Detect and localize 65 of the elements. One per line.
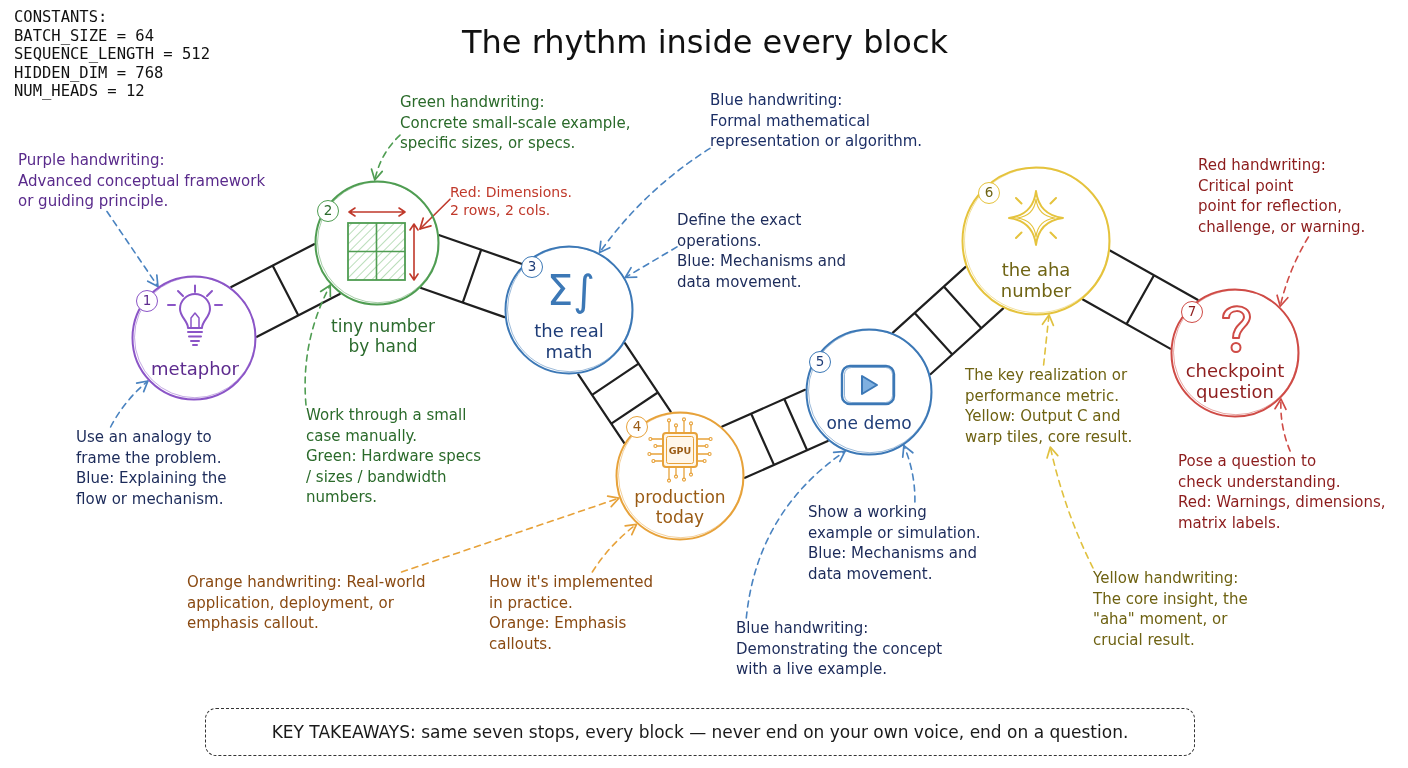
dashed-arrow [109,380,149,428]
constant-text: HIDDEN_DIM = 768 [14,63,164,82]
annotation-text: Yellow handwriting: The core insight, the "aha" moment, or crucial result. [1093,568,1248,650]
step-number: 5 [809,351,831,373]
takeaway-box [205,708,1195,756]
dashed-arrow [591,523,638,573]
stop-label: production today [634,488,726,528]
dashed-arrow [304,284,332,406]
track-connector [721,388,829,479]
constant-text: SEQUENCE_LENGTH = 512 [14,45,210,63]
step-number: 3 [521,256,543,278]
annotation-text: Define the exact operations. Blue: Mechanisms and data movement. [677,210,847,292]
stop-label: checkpoint question [1185,360,1285,403]
dashed-arrow [106,210,159,288]
stop-circle [504,245,634,375]
step-number: 1 [136,290,158,312]
step-number: 6 [978,182,1000,204]
dashed-arrow [370,134,401,181]
chip-label: GPU [668,444,692,456]
step-number: 7 [1181,301,1203,323]
annotation-text: Blue handwriting: Formal mathematical representation or algorithm. [710,90,923,152]
track-connector [230,243,341,338]
annotation-text: Red handwriting: Critical point point for reflection, challenge, or warning. [1198,155,1366,237]
annotation-text: Use an analogy to frame the problem. Blue: Explaining the flow or mechanism. [76,427,227,509]
constant-text: NUM_HEADS = 12 [14,82,145,100]
dashed-arrow [745,450,846,619]
dashed-arrow [1274,398,1291,452]
stop-label: the real math [534,320,604,363]
takeaway-text: KEY TAKEAWAYS: same seven stops, every block — never end on your own voice, end on a question. [271,722,1129,742]
math-symbols: Σ∫ [546,270,596,312]
stop-label: tiny number by hand [331,317,435,357]
stop-circle [961,166,1111,316]
track-connector [1081,249,1199,350]
track-connector [891,265,1005,376]
stop-label: one demo [826,414,912,434]
annotation-text: Show a working example or simulation. Blue: Mechanisms and data movement. [808,502,981,584]
stop-circle [805,328,933,456]
constant-text: BATCH_SIZE = 64 [14,26,154,45]
stop-label: the aha number [1000,259,1072,302]
stop-circle [1170,288,1300,418]
annotation-text: How it's implemented in practice. Orange: Emphasis callouts. [489,572,653,654]
annotation-text: Purple handwriting: Advanced conceptual framework or guiding principle. [18,150,266,212]
diagram-title: The rhythm inside every block [461,22,949,62]
annotation-text: Pose a question to check understanding. Red: Warnings, dimensions, matrix labels. [1178,451,1386,533]
track-connector [577,342,672,444]
dashed-arrow [598,147,711,254]
annotation-text: The key realization or performance metric. Yellow: Output C and warp tiles, core result. [965,365,1133,447]
dashed-arrow [400,495,620,573]
dashed-arrow [1276,236,1310,308]
annotation-text: Red: Dimensions. 2 rows, 2 cols. [450,183,572,219]
step-number: 4 [626,416,648,438]
stop-circle [615,411,745,541]
step-number: 2 [317,200,339,222]
stop-circle [131,275,257,401]
dashed-arrow [901,444,916,503]
dashed-arrow [1046,446,1094,569]
dashed-arrow [1041,314,1055,366]
annotation-text: Work through a small case manually. Green: Hardware specs / sizes / bandwidth numbers. [306,405,482,508]
annotation-text: Green handwriting: Concrete small-scale example, specific sizes, or specs. [400,92,631,154]
stop-label: metaphor [151,358,239,380]
annotation-text: Orange handwriting: Real-world application, deployment, or emphasis callout. [187,572,426,634]
dashed-arrow [624,246,678,279]
annotation-text: Blue handwriting: Demonstrating the concept with a live example. [736,618,943,680]
leader-arrow [419,198,451,230]
constant-text: CONSTANTS: [14,8,108,26]
